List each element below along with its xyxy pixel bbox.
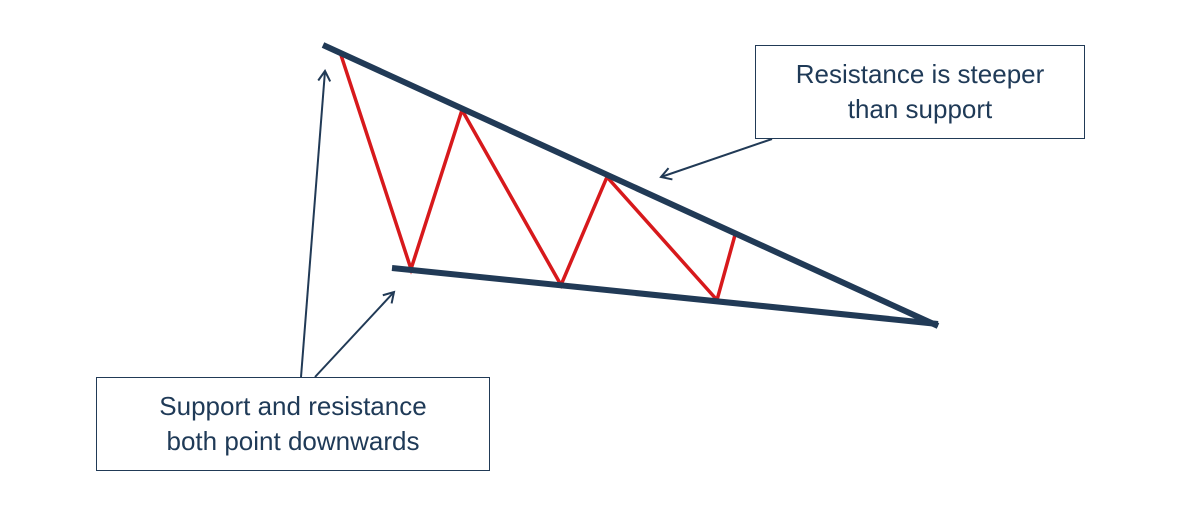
support-callout-line1: Support and resistance [159, 391, 427, 421]
resistance-callout-line2: than support [847, 94, 993, 124]
support-callout: Support and resistance both point downwa… [96, 377, 490, 471]
resistance-trendline [321, 42, 940, 329]
resistance-callout-line1: Resistance is steeper [795, 59, 1045, 89]
support-trendline [391, 265, 939, 327]
arrow-to-resistance-start [300, 69, 332, 378]
resistance-callout: Resistance is steeper than support [755, 45, 1085, 139]
arrow-to-resistance [659, 138, 773, 181]
support-callout-line2: both point downwards [166, 426, 420, 456]
arrow-to-support-start [314, 290, 396, 378]
price-zigzag-line [338, 51, 737, 304]
